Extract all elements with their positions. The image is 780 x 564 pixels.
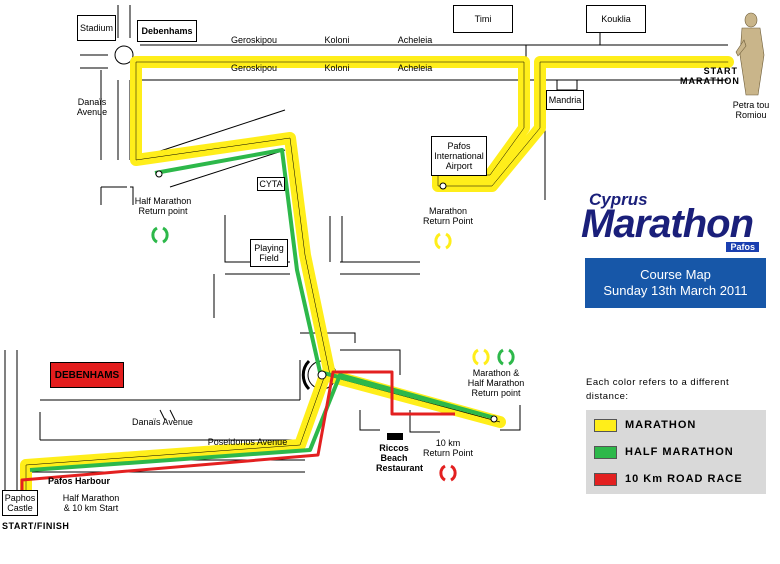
marathon-turnaround-icon xyxy=(434,232,452,250)
danais-avenue-label-2: Danaïs Avenue xyxy=(132,417,193,427)
legend: MARATHON HALF MARATHON 10 Km ROAD RACE xyxy=(586,410,766,494)
mandria-label: Mandria xyxy=(546,90,584,110)
debenhams-red-label: DEBENHAMS xyxy=(50,362,124,388)
stadium-label: Stadium xyxy=(77,15,116,41)
legend-item-road-race: 10 Km ROAD RACE xyxy=(594,472,743,486)
legend-item-half-marathon: HALF MARATHON xyxy=(594,445,734,459)
logo-cyprus: Cyprus xyxy=(589,190,648,209)
half-turnaround-icon xyxy=(151,226,169,244)
tenk-turnaround-icon xyxy=(439,464,457,482)
legend-label-half-marathon: HALF MARATHON xyxy=(625,446,734,458)
geroskipou-label-2: Geroskipou xyxy=(230,63,278,73)
banner-line-1: Course Map xyxy=(640,267,711,282)
legend-label-road-race: 10 Km ROAD RACE xyxy=(625,473,743,485)
banner-line-2: Sunday 13th March 2011 xyxy=(603,283,748,298)
debenhams-top-label: Debenhams xyxy=(137,20,197,42)
cyprus-marathon-logo: Cyprus Marathon Pafos xyxy=(581,190,767,258)
legend-item-marathon: MARATHON xyxy=(594,418,696,432)
poseidonos-avenue-label: Poseidonos Avenue xyxy=(207,437,288,447)
koloni-label-1: Koloni xyxy=(324,35,350,45)
legend-label-marathon: MARATHON xyxy=(625,419,697,431)
course-map-banner: Course Map Sunday 13th March 2011 xyxy=(585,258,766,308)
legend-intro: Each color refers to a different distanc… xyxy=(586,377,730,402)
cyta-label: CYTA xyxy=(257,177,285,191)
half-10k-start-label: Half Marathon& 10 km Start xyxy=(62,493,120,513)
pafos-harbour-label: Pafos Harbour xyxy=(47,476,110,486)
kouklia-label: Kouklia xyxy=(586,5,646,33)
legend-swatch-half-marathon xyxy=(594,445,617,459)
combined-turnaround-green-icon xyxy=(497,348,515,366)
combined-turnaround-yellow-icon xyxy=(472,348,490,366)
acheleia-label-2: Acheleia xyxy=(397,63,433,73)
logo-pafos: Pafos xyxy=(726,242,759,252)
start-finish-label: START/FINISH xyxy=(2,521,70,531)
half-marathon-route xyxy=(29,148,497,472)
statue-icon xyxy=(735,12,765,96)
legend-swatch-marathon xyxy=(594,418,617,432)
logo-marathon: Marathon xyxy=(581,202,754,246)
timi-label: Timi xyxy=(453,5,513,33)
koloni-label-2: Koloni xyxy=(324,63,350,73)
geroskipou-label-1: Geroskipou xyxy=(230,35,278,45)
legend-swatch-road-race xyxy=(594,472,617,486)
acheleia-label-1: Acheleia xyxy=(397,35,433,45)
road-race-route xyxy=(20,370,455,492)
